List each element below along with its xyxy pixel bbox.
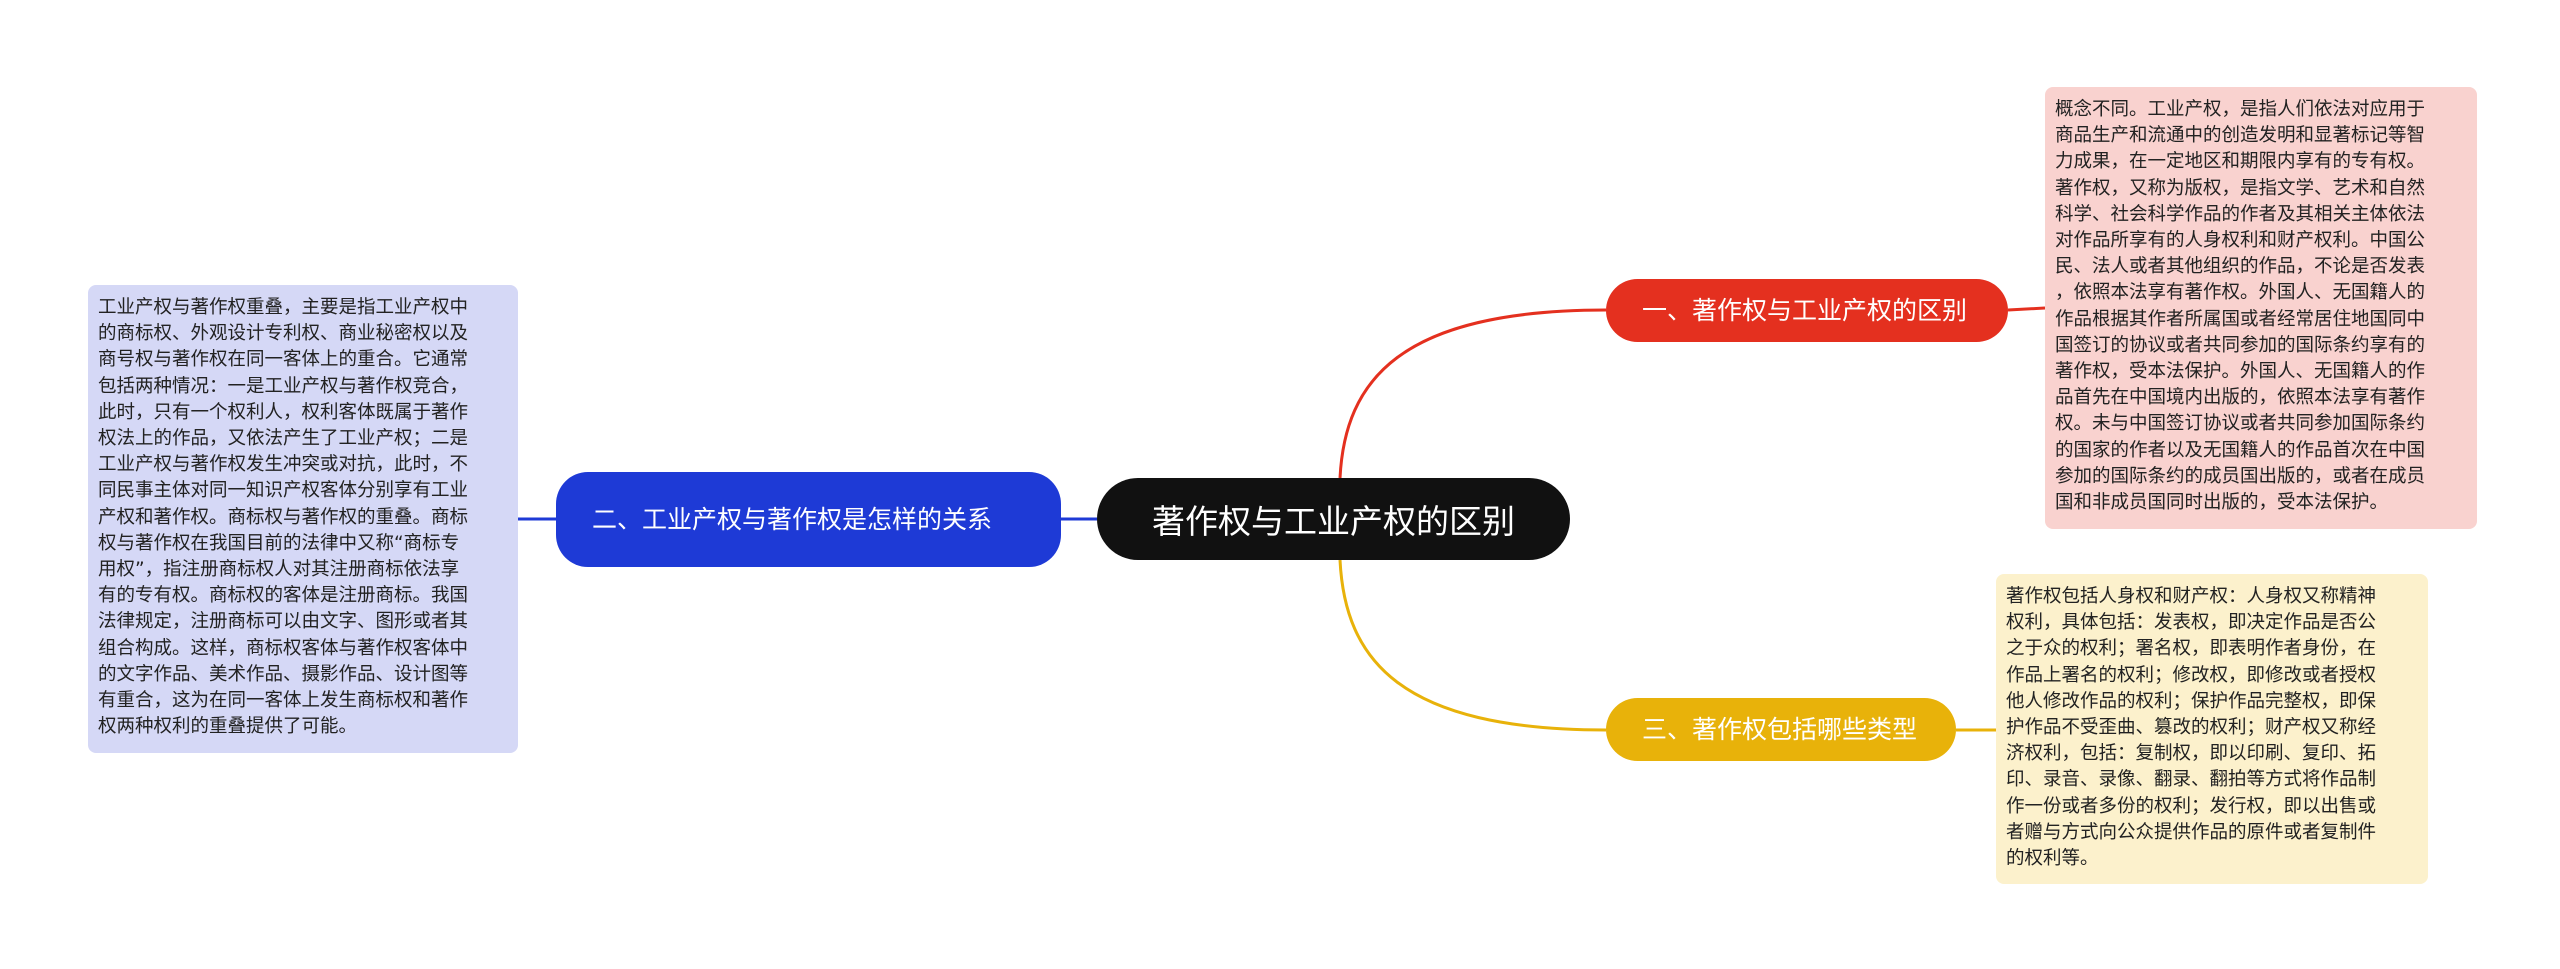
branch-topic-1[interactable]: 一、著作权与工业产权的区别 [1606, 279, 2008, 342]
branch-topic-2[interactable]: 二、工业产权与著作权是怎样的关系 [556, 472, 1061, 567]
branch-1-note: 概念不同。工业产权，是指人们依法对应用于 商品生产和流通中的创造发明和显著标记等… [2045, 87, 2477, 529]
connector-root-to-branch-3 [1338, 559, 1607, 732]
connector-root-to-branch-1 [1338, 308, 1607, 479]
branch-2-note: 工业产权与著作权重叠，主要是指工业产权中 的商标权、外观设计专利权、商业秘密权以… [88, 285, 518, 753]
branch-3-note: 著作权包括人身权和财产权：人身权又称精神 权利，具体包括：发表权，即决定作品是否… [1996, 574, 2428, 884]
root-topic-label: 著作权与工业产权的区别 [1152, 502, 1515, 541]
branch-topic-3-label: 三、著作权包括哪些类型 [1642, 715, 1918, 744]
branch-topic-2-label: 二、工业产权与著作权是怎样的关系 [592, 505, 993, 534]
branch-topic-1-label: 一、著作权与工业产权的区别 [1642, 296, 1968, 325]
connector-branch-1-to-note [2007, 306, 2046, 312]
branch-topic-3[interactable]: 三、著作权包括哪些类型 [1606, 698, 1956, 761]
root-topic[interactable]: 著作权与工业产权的区别 [1097, 478, 1570, 560]
